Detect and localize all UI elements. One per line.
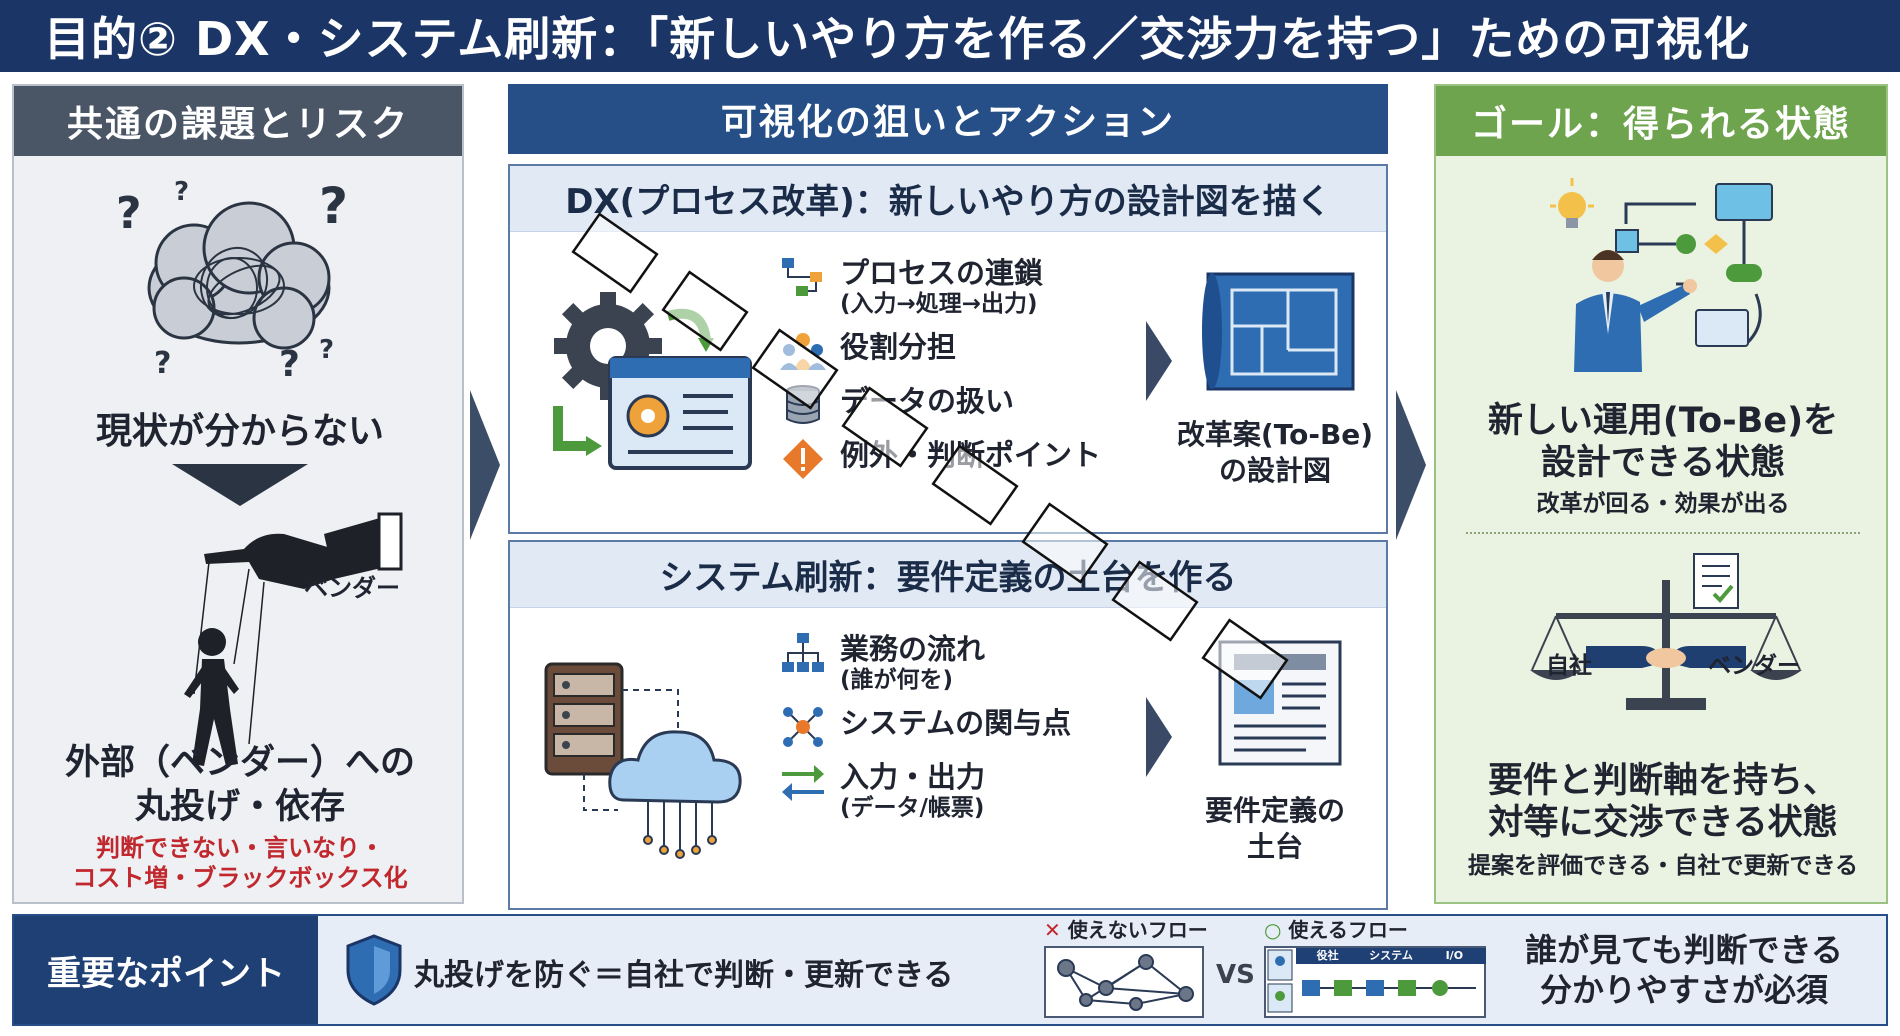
dx-output-line1: 改革案(To-Be) — [1176, 418, 1374, 451]
dx-item-label: データの扱い — [840, 384, 1015, 418]
must-clarity-text: 誰が見ても判断できる 分かりやすさが必須 — [1514, 930, 1854, 1010]
system-section: システム刷新：要件定義の土台を作る 業務の流れ (誰が何を) システムの関与点 — [508, 540, 1388, 910]
dx-item-roles: 役割分担 — [780, 330, 1110, 372]
system-item-workflow: 業務の流れ (誰が何を) — [780, 632, 1110, 694]
dx-item-data: データの扱い — [780, 384, 1110, 426]
system-item-list: 業務の流れ (誰が何を) システムの関与点 入力・出力 (データ/帳票) — [780, 632, 1110, 834]
balance-scale-icon — [1530, 553, 1802, 710]
goals-column: ゴール：得られる状態 新しい運用(To-Be)を 設計できる状態 改革が回る・効… — [1434, 84, 1888, 904]
dx-item-list: プロセスの連鎖 (入力→処理→出力) 役割分担 データの扱い 例外・判断ポイント — [780, 256, 1110, 492]
outsourcing-line2: 丸投げ・依存 — [134, 787, 345, 827]
svg-text:?: ? — [279, 344, 300, 378]
goal2-line2: 対等に交渉できる状態 — [1488, 803, 1838, 843]
bad-flow-diagram — [1044, 946, 1204, 1018]
in-out-arrows-icon — [782, 765, 824, 801]
blueprint-icon — [1202, 272, 1355, 391]
system-output-line1: 要件定義の — [1204, 794, 1345, 827]
goal2-line1: 要件と判断軸を持ち、 — [1487, 761, 1838, 801]
system-item-label: 業務の流れ — [840, 632, 986, 666]
dx-item-sub: (入力→処理→出力) — [840, 291, 1038, 317]
server-cloud-icon — [544, 662, 742, 859]
process-chain-icon — [782, 258, 822, 296]
flow-arrow-left — [470, 390, 500, 540]
system-output-line2: 土台 — [1246, 830, 1303, 863]
dx-item-process-chain: プロセスの連鎖 (入力→処理→出力) — [780, 256, 1110, 318]
dx-item-label: 例外・判断ポイント — [840, 438, 1102, 472]
must-line1: 誰が見ても判断できる — [1525, 931, 1843, 969]
confused-cloud-icon: ? ? ? ? ? ? — [116, 178, 348, 378]
system-item-sub: (データ/帳票) — [840, 795, 985, 821]
lane-label: I/O — [1445, 949, 1464, 962]
bad-flow-caption: ✕ 使えないフロー — [1044, 914, 1208, 943]
key-point-bar: 重要なポイント 丸投げを防ぐ＝自社で判断・更新できる ✕ 使えないフロー VS … — [12, 914, 1888, 1026]
lane-header-row: 役社 システム I/O — [1296, 948, 1486, 964]
system-item-sub: (誰が何を) — [840, 667, 954, 693]
good-flow-caption-text: 使えるフロー — [1288, 918, 1408, 942]
goal1-line1: 新しい運用(To-Be)を — [1487, 401, 1839, 441]
challenges-column: 共通の課題とリスク ? ? ? ? ? ? 現状が分からない — [12, 84, 464, 904]
dx-section: DX(プロセス改革)：新しいやり方の設計図を描く — [508, 164, 1388, 534]
system-item-label: システムの関与点 — [840, 706, 1072, 740]
versus-text: VS — [1216, 960, 1255, 990]
risk-line2: コスト増・ブラックボックス化 — [72, 864, 408, 892]
flow-arrow-right — [1396, 390, 1426, 540]
shield-icon — [346, 934, 402, 1006]
puppet-master-icon — [184, 512, 403, 766]
goals-header: ゴール：得られる状態 — [1436, 86, 1886, 156]
scale-label-vendor: ベンダー — [1708, 653, 1800, 679]
key-point-label: 重要なポイント — [14, 916, 318, 1024]
must-line2: 分かりやすさが必須 — [1539, 971, 1828, 1009]
dx-heading: DX(プロセス改革)：新しいやり方の設計図を描く — [510, 166, 1386, 232]
circle-ok-icon: ○ — [1264, 918, 1282, 942]
good-flow-caption: ○ 使えるフロー — [1264, 914, 1408, 943]
system-item-io: 入力・出力 (データ/帳票) — [780, 760, 1110, 822]
presenter-flowchart-icon — [1550, 178, 1773, 372]
svg-text:?: ? — [319, 335, 334, 365]
org-flow-icon — [782, 633, 824, 672]
system-item-label: 入力・出力 — [840, 760, 986, 794]
dx-output-arrow — [1146, 321, 1172, 401]
network-icon — [783, 707, 823, 747]
goal1-line2: 設計できる状態 — [1540, 443, 1786, 483]
people-icon — [780, 333, 826, 370]
warning-diamond-icon — [783, 439, 823, 479]
goal1-sub: 改革が回る・効果が出る — [1536, 491, 1790, 517]
key-point-text: 丸投げを防ぐ＝自社で判断・更新できる — [414, 958, 954, 993]
lane-label: システム — [1369, 949, 1413, 962]
dx-item-exceptions: 例外・判断ポイント — [780, 438, 1110, 480]
scale-label-own: 自社 — [1546, 653, 1592, 679]
system-item-touchpoints: システムの関与点 — [780, 706, 1110, 748]
database-icon — [786, 385, 820, 424]
challenges-header: 共通の課題とリスク — [14, 86, 462, 156]
goal-divider — [1466, 532, 1860, 534]
current-unknown-text: 現状が分からない — [95, 411, 384, 452]
bad-flow-caption-text: 使えないフロー — [1067, 918, 1208, 942]
goal2-sub: 提案を評価できる・自社で更新できる — [1467, 853, 1859, 879]
system-output-arrow — [1146, 697, 1172, 777]
svg-text:?: ? — [174, 178, 189, 207]
tangled-flow-icon — [1057, 954, 1194, 1011]
risk-line1: 判断できない・言いなり・ — [96, 834, 384, 862]
svg-text:?: ? — [116, 188, 142, 239]
good-flow-diagram: 役社 システム I/O — [1264, 946, 1486, 1018]
gear-window-icon — [553, 292, 752, 470]
actions-header: 可視化の狙いとアクション — [508, 84, 1388, 154]
svg-text:?: ? — [154, 346, 171, 378]
dx-item-label: 役割分担 — [840, 330, 957, 364]
outsourcing-line1: 外部（ベンダー）への — [64, 743, 415, 783]
actions-column: 可視化の狙いとアクション DX(プロセス改革)：新しいやり方の設計図を描く — [508, 84, 1388, 910]
dx-item-label: プロセスの連鎖 — [840, 256, 1044, 290]
requirements-document-icon — [1218, 640, 1342, 766]
svg-text:?: ? — [319, 178, 348, 235]
lane-label: 役社 — [1316, 949, 1339, 962]
vendor-tag: ベンダー — [304, 574, 400, 602]
cross-icon: ✕ — [1044, 918, 1061, 942]
dx-output-line2: の設計図 — [1218, 454, 1331, 487]
page-title: 目的② DX・システム刷新：「新しいやり方を作る／交渉力を持つ」ための可視化 — [0, 0, 1900, 72]
swimlane-flow-icon — [1267, 949, 1476, 1013]
down-arrow-icon — [172, 464, 308, 506]
system-heading: システム刷新：要件定義の土台を作る — [510, 542, 1386, 608]
